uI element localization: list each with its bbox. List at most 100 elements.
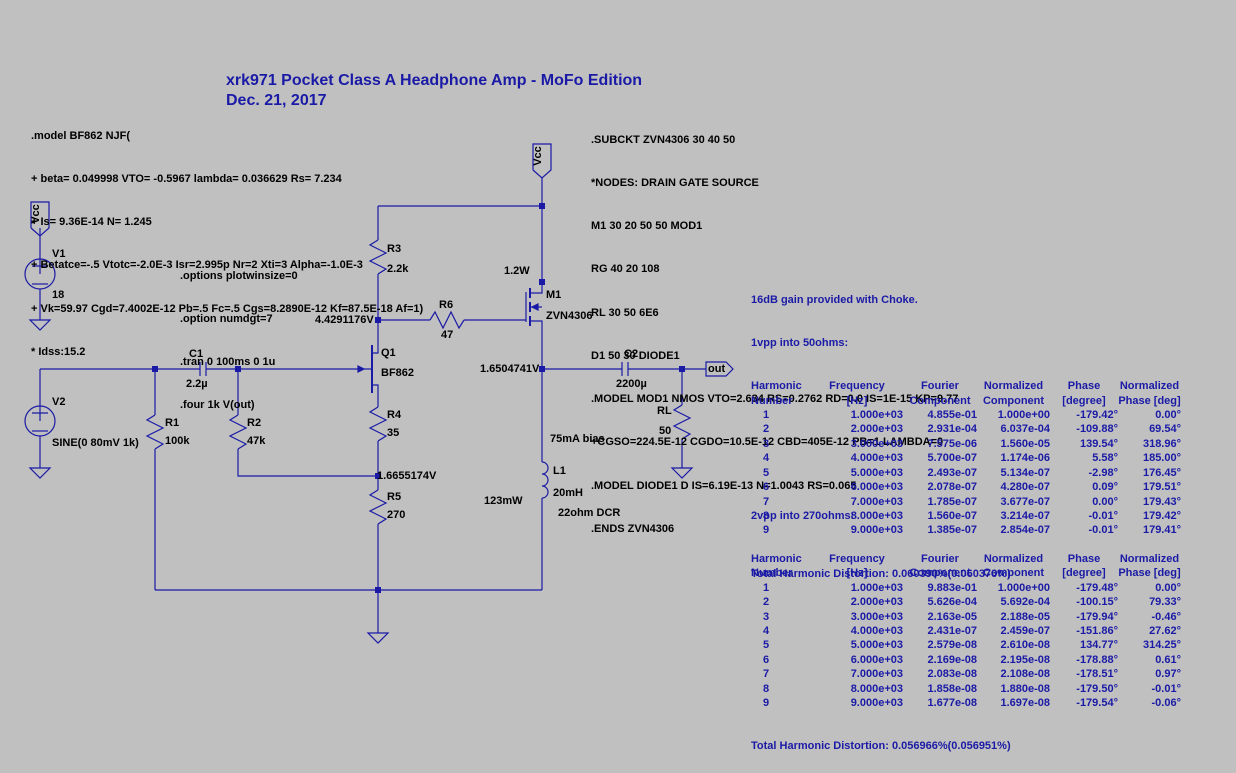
subckt-line: .MODEL MOD1 NMOS VTO=2.634 RS=0.2762 RD=…	[591, 393, 959, 406]
subckt-line: +CGSO=224.5E-12 CGDO=10.5E-12 CBD=405E-1…	[591, 436, 944, 449]
r3-resistor[interactable]	[368, 239, 388, 275]
ground-symbol	[28, 467, 52, 479]
v2-source[interactable]	[24, 369, 56, 468]
fourier-cell: 4.855e-01	[927, 409, 977, 422]
r5-value: 270	[387, 509, 406, 521]
fourier-cell: Normalized	[1119, 380, 1180, 393]
fourier-cell: Component	[982, 567, 1045, 580]
fourier-cell: 5.58°	[1092, 452, 1118, 465]
q1-jfet[interactable]	[357, 320, 379, 405]
fourier-cell: -179.48°	[1076, 581, 1118, 594]
r2-value: 47k	[247, 435, 266, 447]
fourier-cell: 2.169e-08	[927, 653, 977, 666]
vcc-flag-v1	[30, 201, 50, 237]
l1-value: 20mH	[553, 487, 583, 499]
fourier-cell: 2.195e-08	[1000, 653, 1050, 666]
fourier-cell: 2.579e-08	[927, 639, 977, 652]
fourier-cell: 3.000e+03	[850, 610, 903, 623]
r2-resistor[interactable]	[228, 414, 248, 450]
fourier-cell: 2	[762, 596, 770, 609]
fourier-cell: 1.880e-08	[1000, 682, 1050, 695]
model-line: + beta= 0.049998 VTO= -0.5967 lambda= 0.…	[31, 173, 342, 186]
directive-line: .options plotwinsize=0	[180, 269, 298, 282]
fourier-cell: 2	[762, 423, 770, 436]
fourier-table-1: 16dB gain provided with Choke. 1vpp into…	[751, 264, 1181, 595]
fourier-cell: 9	[762, 697, 770, 710]
fourier-cell: Normalized	[983, 380, 1044, 393]
m1-value: ZVN4306	[546, 310, 593, 322]
l1-inductor[interactable]	[541, 461, 549, 499]
r3-name: R3	[387, 243, 402, 255]
subckt-line: .SUBCKT ZVN4306 30 40 50	[591, 133, 736, 146]
fourier-cell: 139.54°	[1079, 437, 1118, 450]
m1-name: M1	[546, 289, 562, 301]
model-line: + Betatce=-.5 Vtotc=-2.0E-3 Isr=2.995p N…	[31, 259, 363, 272]
fourier-cell: -0.06°	[1151, 697, 1181, 710]
r4-resistor[interactable]	[368, 406, 388, 442]
m1-mosfet[interactable]	[525, 282, 543, 369]
r5-resistor[interactable]	[368, 489, 388, 525]
fourier-cell: Component	[982, 394, 1045, 407]
v1-source[interactable]	[24, 228, 56, 320]
fourier-cell: -179.54°	[1076, 697, 1118, 710]
r5-name: R5	[387, 491, 402, 503]
fourier-cell: 179.42°	[1142, 509, 1181, 522]
c2-value: 2200µ	[616, 378, 647, 390]
ground-symbol	[366, 632, 390, 644]
fourier-cell: 1.858e-08	[927, 682, 977, 695]
c2-name: C2	[624, 348, 639, 360]
fourier-cell: 7.575e-06	[927, 437, 977, 450]
fourier-cell: 6.000e+03	[850, 481, 903, 494]
fourier-cell: 2.854e-07	[1000, 524, 1050, 537]
fourier-cell: 3.000e+03	[850, 437, 903, 450]
out-label: out	[708, 363, 726, 375]
subckt-line: RL 30 50 6E6	[591, 306, 659, 319]
fourier-cell: 5	[762, 639, 770, 652]
fourier-cell: 9.883e-01	[927, 581, 977, 594]
fourier-cell: 6.037e-04	[1000, 423, 1050, 436]
fourier-cell: 69.54°	[1149, 423, 1181, 436]
rl-value: 50	[659, 425, 672, 437]
fourier-cell: 7.000e+03	[850, 668, 903, 681]
fourier-cell: 9.000e+03	[850, 524, 903, 537]
q1-name: Q1	[381, 347, 396, 359]
fourier-cell: 5.626e-04	[927, 596, 977, 609]
fourier-cell: 3	[762, 610, 770, 623]
r6-resistor[interactable]	[429, 310, 465, 330]
v2-name: V2	[52, 396, 66, 408]
fourier-cell: 179.43°	[1142, 495, 1181, 508]
fourier-cell: -0.01°	[1088, 509, 1118, 522]
fourier-cell: 8	[762, 509, 770, 522]
fourier-cell: 8.000e+03	[850, 509, 903, 522]
subckt-line: .MODEL DIODE1 D IS=6.19E-13 N=1.0043 RS=…	[591, 479, 857, 492]
fourier-cell: 1.000e+03	[850, 581, 903, 594]
fourier-cell: 1.560e-05	[1000, 437, 1050, 450]
c1-value: 2.2µ	[186, 378, 208, 390]
fourier-cell: 6	[762, 481, 770, 494]
fourier-cell: 2.188e-05	[1000, 610, 1050, 623]
r1-resistor[interactable]	[145, 414, 165, 450]
model-line: * Idss:15.2	[31, 345, 86, 358]
fourier-cell: Fourier	[921, 380, 959, 393]
fourier-cell: 4.280e-07	[1000, 481, 1050, 494]
v2-value: SINE(0 80mV 1k)	[52, 437, 139, 449]
rl-resistor[interactable]	[672, 404, 692, 440]
fourier-cell: [Hz]	[846, 394, 868, 407]
fourier-cell: -109.88°	[1076, 423, 1118, 436]
fourier-cell: 5.692e-04	[1000, 596, 1050, 609]
model-line: .model BF862 NJF(	[31, 129, 131, 142]
fourier-cell: 2.163e-05	[927, 610, 977, 623]
fourier-cell: [degree]	[1062, 567, 1106, 580]
fourier-cell: [Hz]	[846, 567, 868, 580]
r6-value: 47	[441, 329, 454, 341]
fourier-cell: 1.697e-08	[1000, 697, 1050, 710]
